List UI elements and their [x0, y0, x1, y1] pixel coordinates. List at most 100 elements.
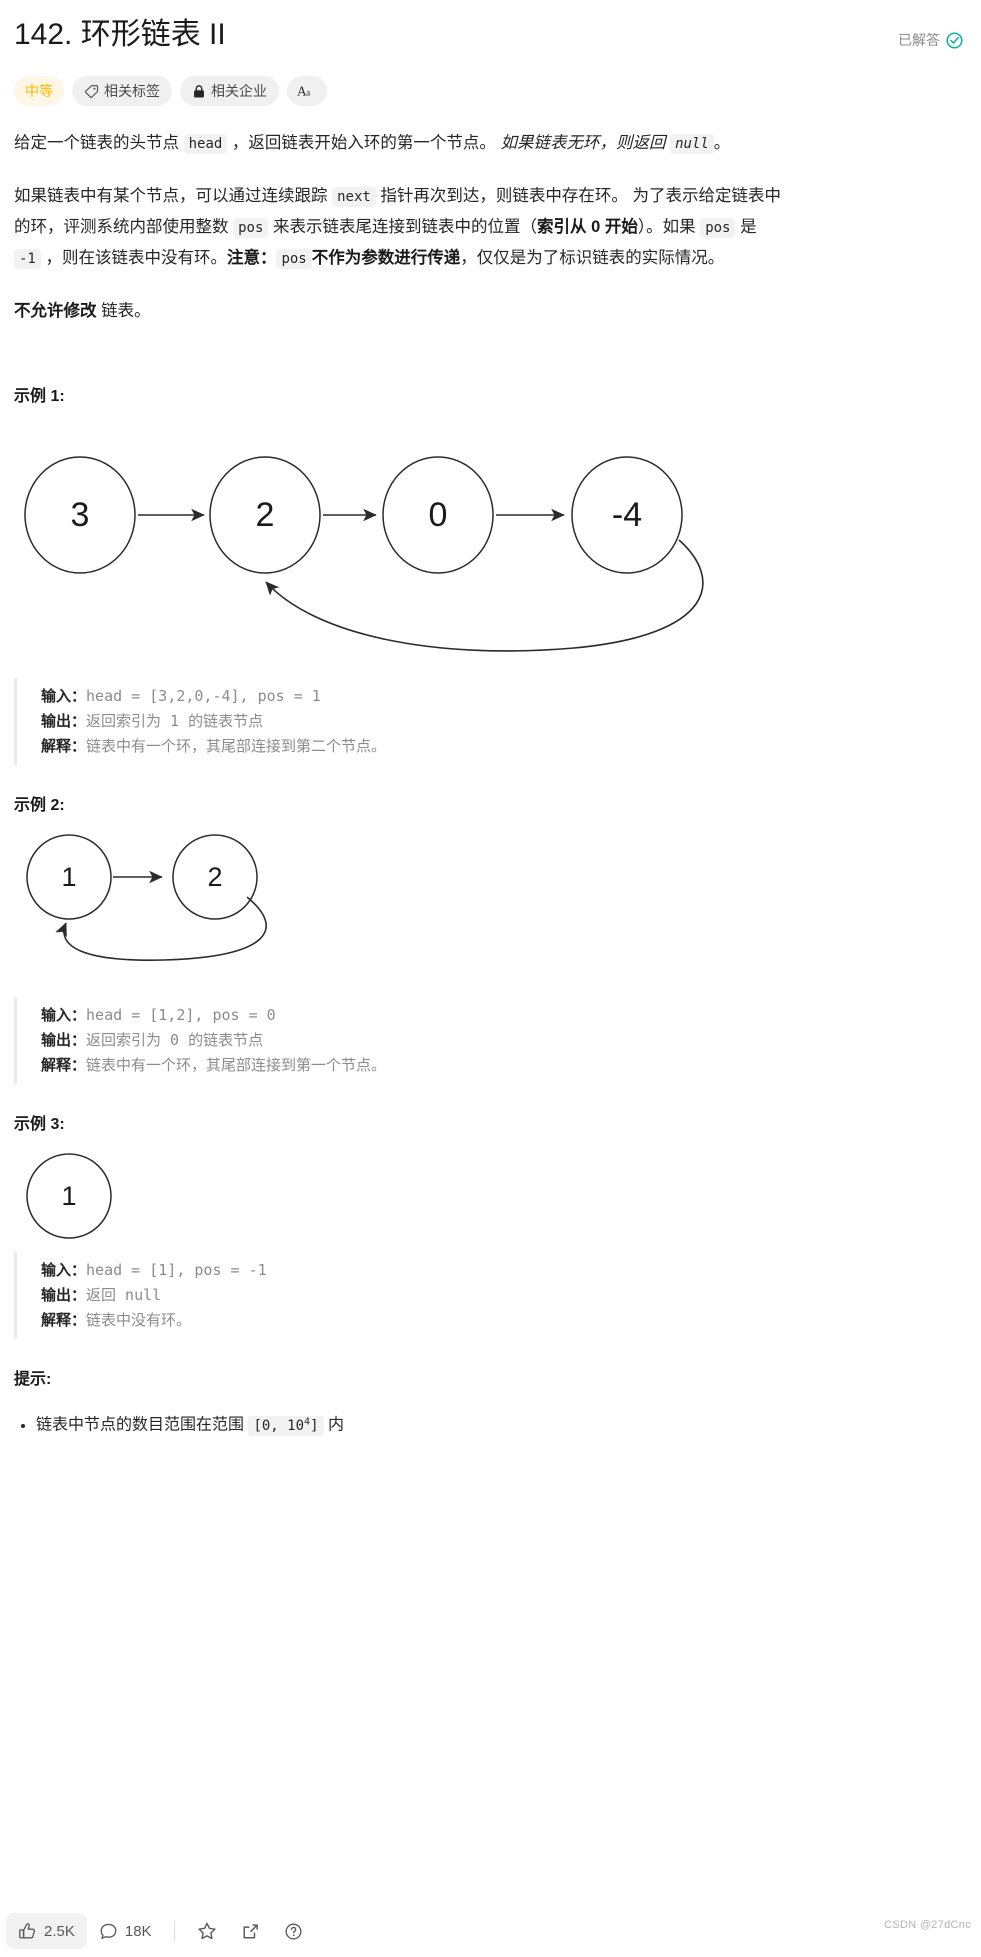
- example-2-heading: 示例 2:: [14, 791, 967, 815]
- tag-row: 中等 相关标签 相关企业 A: [14, 76, 967, 106]
- example-1-explain-value: 链表中有一个环，其尾部连接到第二个节点。: [86, 737, 387, 755]
- example-2-input-value: head = [1,2], pos = 0: [86, 1006, 276, 1024]
- inline-code-null: null: [670, 134, 714, 154]
- desc-text: ）。如果: [637, 218, 701, 236]
- svg-text:a: a: [306, 87, 310, 97]
- hint-text: 内: [323, 1416, 344, 1434]
- problem-header: 142. 环形链表 II 已解答: [14, 0, 967, 56]
- inline-code-head: head: [183, 134, 228, 154]
- related-topics-label: 相关标签: [104, 83, 160, 99]
- example-3-colon: :: [59, 1116, 65, 1133]
- example-2-output-value: 返回索引为 0 的链表节点: [86, 1031, 264, 1049]
- desc-text: 链表。: [96, 302, 151, 320]
- desc-emphasis: 如果链表无环，则返回: [500, 134, 671, 152]
- tag-icon: [84, 84, 99, 99]
- share-icon: [241, 1922, 260, 1941]
- desc-text: 。: [713, 134, 731, 152]
- hint-code-exponent: 4: [304, 1416, 311, 1427]
- example-1-diagram: 3 2 0 -4: [14, 420, 967, 670]
- related-companies-button[interactable]: 相关企业: [180, 76, 279, 106]
- example-1-heading: 示例 1:: [14, 382, 967, 406]
- solved-status-label: 已解答: [898, 32, 940, 48]
- description-paragraph-3: 不允许修改 链表。: [14, 296, 784, 326]
- desc-strong: 不允许修改: [14, 302, 97, 320]
- comment-icon: [99, 1922, 118, 1941]
- example-3-output-value: 返回 null: [86, 1286, 162, 1304]
- hints-heading: 提示:: [14, 1371, 52, 1388]
- thumbs-up-icon: [18, 1922, 37, 1941]
- example-2-input-label: 输入：: [41, 1007, 87, 1024]
- svg-text:3: 3: [71, 496, 90, 534]
- example-3-io: 输入：head = [1], pos = -1 输出：返回 null 解释：链表…: [14, 1252, 967, 1339]
- svg-text:0: 0: [429, 496, 448, 534]
- star-icon: [197, 1921, 217, 1941]
- font-size-button[interactable]: A a: [287, 76, 327, 106]
- problem-description: 给定一个链表的头节点 head ，返回链表开始入环的第一个节点。 如果链表无环，…: [14, 128, 967, 1441]
- example-2-io: 输入：head = [1,2], pos = 0 输出：返回索引为 0 的链表节…: [14, 997, 967, 1084]
- example-3-diagram: 1: [14, 1148, 967, 1244]
- inline-code-pos: pos: [233, 218, 269, 238]
- inline-code-pos: pos: [276, 249, 312, 269]
- example-3-input-value: head = [1], pos = -1: [86, 1261, 267, 1279]
- list-item: 链表中节点的数目范围在范围 [0, 104] 内: [36, 1407, 967, 1441]
- inline-code-next: next: [332, 187, 376, 207]
- example-1-label: 示例 1: [14, 388, 60, 405]
- watermark: CSDN @27dCnc: [884, 1919, 971, 1931]
- example-2-explain-label: 解释：: [41, 1057, 87, 1074]
- related-topics-button[interactable]: 相关标签: [72, 76, 172, 106]
- footer-divider: [173, 1921, 175, 1941]
- like-button[interactable]: 2.5K: [6, 1913, 87, 1949]
- difficulty-label: 中等: [25, 83, 53, 99]
- example-1-output-label: 输出：: [41, 713, 87, 730]
- hint-text: 链表中节点的数目范围在范围: [36, 1416, 249, 1434]
- inline-code-range: [0, 104]: [248, 1415, 324, 1436]
- example-3-input-label: 输入：: [41, 1262, 87, 1279]
- comment-count: 18K: [124, 1922, 152, 1940]
- desc-strong: 注意：: [226, 249, 277, 267]
- example-1-io: 输入：head = [3,2,0,-4], pos = 1 输出：返回索引为 1…: [14, 678, 967, 765]
- difficulty-tag[interactable]: 中等: [14, 76, 64, 106]
- desc-text: 是: [735, 218, 757, 236]
- example-1-input-label: 输入：: [41, 688, 87, 705]
- example-3-output-label: 输出：: [41, 1287, 87, 1304]
- desc-text: ，返回链表开始入环的第一个节点。: [227, 134, 501, 152]
- example-2-output-label: 输出：: [41, 1032, 87, 1049]
- desc-strong: 索引从 0 开始: [536, 218, 638, 236]
- share-button[interactable]: [229, 1913, 272, 1949]
- page-title: 142. 环形链表 II: [14, 18, 226, 51]
- example-1-explain-label: 解释：: [41, 738, 87, 755]
- example-3-heading: 示例 3:: [14, 1110, 967, 1134]
- desc-text: 来表示链表尾连接到链表中的位置（: [268, 218, 537, 236]
- like-count: 2.5K: [44, 1922, 75, 1940]
- inline-code-minus-one: -1: [14, 249, 41, 269]
- example-1-colon: :: [59, 388, 65, 405]
- example-1-output-value: 返回索引为 1 的链表节点: [86, 712, 264, 730]
- hint-code-pre: [0, 10: [253, 1417, 305, 1434]
- inline-code-pos: pos: [700, 218, 736, 238]
- desc-text: 给定一个链表的头节点: [14, 134, 184, 152]
- example-2-diagram: 1 2: [14, 829, 967, 989]
- hint-code-post: ]: [310, 1417, 319, 1434]
- desc-text: ，仅仅是为了标识链表的实际情况。: [460, 249, 725, 267]
- example-3-explain-label: 解释：: [41, 1312, 87, 1329]
- hints-list: 链表中节点的数目范围在范围 [0, 104] 内: [14, 1407, 967, 1441]
- check-circle-icon: [946, 31, 963, 49]
- svg-text:1: 1: [61, 1181, 76, 1211]
- svg-text:1: 1: [61, 862, 76, 892]
- comment-button[interactable]: 18K: [87, 1913, 164, 1949]
- help-button[interactable]: [272, 1913, 315, 1949]
- solved-status-badge: 已解答: [898, 14, 967, 50]
- favorite-button[interactable]: [185, 1913, 229, 1949]
- example-3-label: 示例 3: [14, 1116, 60, 1133]
- svg-text:2: 2: [207, 862, 222, 892]
- related-companies-label: 相关企业: [211, 83, 267, 99]
- example-2-colon: :: [59, 797, 65, 814]
- footer-action-bar: 2.5K 18K: [0, 1905, 981, 1957]
- svg-text:-4: -4: [612, 496, 642, 534]
- svg-text:2: 2: [256, 496, 275, 534]
- description-paragraph-2: 如果链表中有某个节点，可以通过连续跟踪 next 指针再次到达，则链表中存在环。…: [14, 181, 784, 274]
- font-size-icon: A a: [297, 84, 317, 99]
- example-1-input-value: head = [3,2,0,-4], pos = 1: [86, 687, 321, 705]
- example-2-explain-value: 链表中有一个环，其尾部连接到第一个节点。: [86, 1056, 387, 1074]
